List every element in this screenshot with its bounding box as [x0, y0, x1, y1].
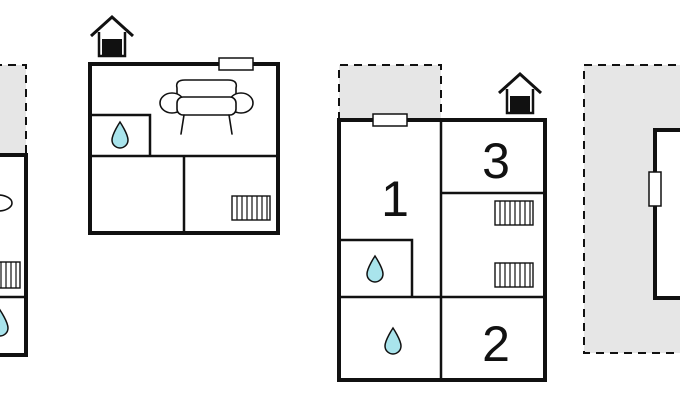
window-icon	[218, 57, 254, 71]
room-2-label: 2	[482, 316, 510, 372]
sofa-icon	[0, 194, 13, 212]
outdoor-area-boundary	[0, 64, 27, 155]
outdoor-area	[0, 65, 26, 155]
window-icon	[648, 171, 662, 207]
bathroom	[90, 113, 152, 156]
plan-rooms: 1 3 2	[337, 64, 547, 382]
water-drop-icon	[0, 309, 9, 337]
plan-living	[88, 15, 280, 235]
sofa-icon	[159, 79, 254, 135]
window-icon	[372, 113, 408, 127]
room-1-label: 1	[381, 171, 409, 227]
room-3-label: 3	[482, 133, 510, 189]
bathroom-wall	[339, 238, 414, 297]
right-partial-plan	[583, 64, 680, 354]
outdoor-area-boundary	[338, 64, 442, 120]
radiator-icon	[231, 195, 271, 221]
exterior-wall	[0, 153, 28, 357]
radiator-icon	[494, 262, 534, 288]
radiator-icon	[494, 200, 534, 226]
outdoor-area	[339, 65, 441, 120]
radiator-icon	[0, 261, 21, 289]
left-partial-plan	[0, 64, 28, 357]
house-entrance-icon	[89, 15, 135, 58]
house-entrance-icon	[497, 72, 543, 115]
exterior-wall	[653, 128, 680, 300]
